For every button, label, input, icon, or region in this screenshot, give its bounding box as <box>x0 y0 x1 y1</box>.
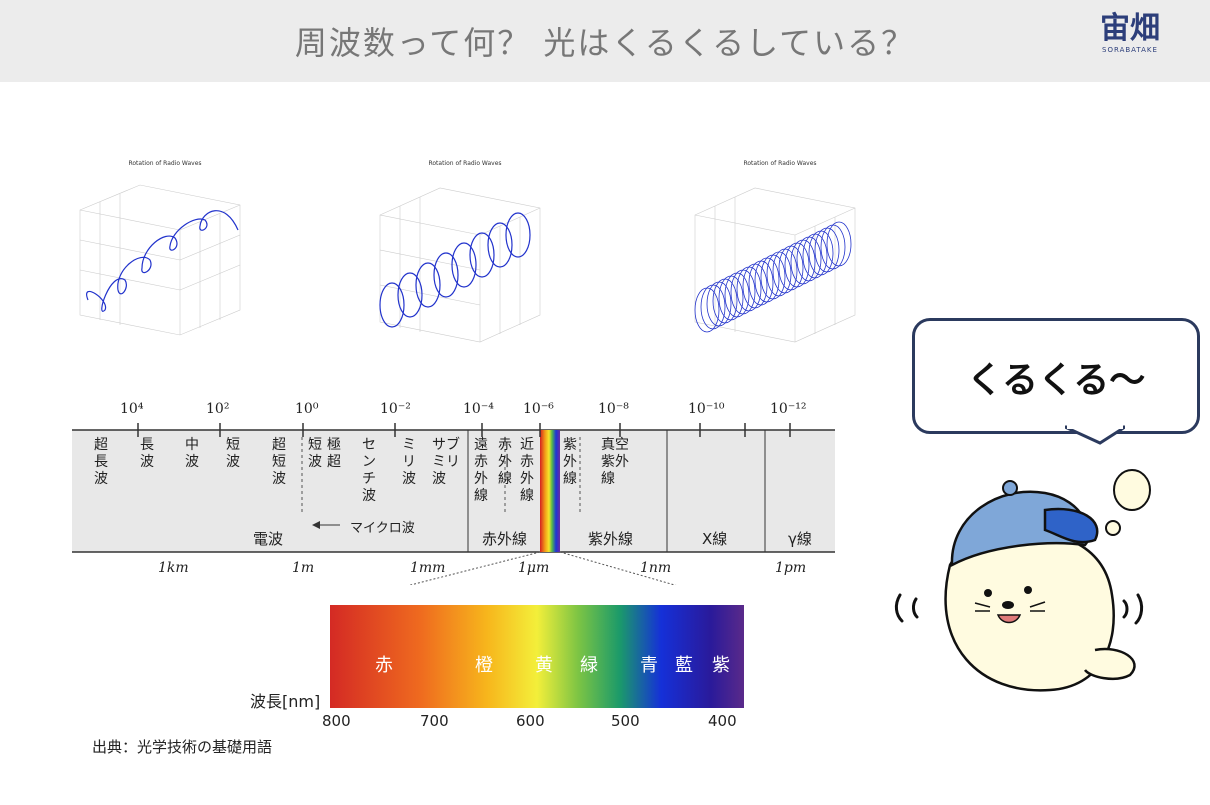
helix-plot-1: Rotation of Radio Waves <box>70 160 260 360</box>
power-label: 10⁻² <box>380 401 411 417</box>
band-label: ミリ波 <box>402 437 416 487</box>
color-label: 赤 <box>375 655 393 676</box>
band-label: 短波 <box>226 437 240 470</box>
plot-title: Rotation of Radio Waves <box>128 160 202 167</box>
group-label: X線 <box>702 530 728 548</box>
band-label: 赤外線 <box>498 437 512 487</box>
color-label: 青 <box>640 655 658 676</box>
mascot-seal <box>880 455 1180 695</box>
band-label: センチ波 <box>362 437 376 504</box>
band-label: 中波 <box>185 437 199 470</box>
color-label: 緑 <box>580 655 598 676</box>
length-label: 1μm <box>518 560 550 576</box>
plot-title: Rotation of Radio Waves <box>428 160 502 167</box>
helix-plot-3: Rotation of Radio Waves <box>685 160 875 370</box>
power-label: 10⁻¹² <box>770 401 807 417</box>
band-label: 近赤外線 <box>520 437 534 504</box>
length-label: 1pm <box>775 560 807 576</box>
logo-text: 宙畑 <box>1100 11 1160 46</box>
power-label: 10⁰ <box>295 401 319 417</box>
band-label: サブミリ波 <box>432 437 460 487</box>
power-label: 10⁴ <box>120 401 144 417</box>
group-label: γ線 <box>788 530 812 548</box>
band-label: 短波 <box>308 437 322 470</box>
wavelength-tick: 400 <box>708 712 737 730</box>
band-label: 超短波 <box>272 437 286 487</box>
logo-subtext: SORABATAKE <box>1102 46 1158 54</box>
group-label: マイクロ波 <box>350 521 415 536</box>
power-label: 10⁻⁴ <box>463 401 494 417</box>
band-label: 長波 <box>140 437 154 470</box>
band-label: 遠赤外線 <box>474 437 488 504</box>
page-title: 周波数って何？ 光はくるくるしている？ <box>294 24 916 62</box>
wavelength-axis-label: 波長[nm] <box>250 692 321 711</box>
power-label: 10² <box>206 401 230 417</box>
band-label: 真空紫外線 <box>601 437 629 487</box>
header-bar: 周波数って何？ 光はくるくるしている？ 宙畑 SORABATAKE <box>0 0 1210 82</box>
visible-spectrum: 赤 橙 黄 緑 青 藍 紫 <box>330 605 744 708</box>
group-label: 電波 <box>253 530 284 548</box>
wavelength-tick: 700 <box>420 712 449 730</box>
length-label: 1m <box>292 560 315 576</box>
color-label: 藍 <box>675 655 693 676</box>
power-label: 10⁻⁶ <box>523 401 554 417</box>
length-label: 1mm <box>410 560 446 576</box>
length-label: 1km <box>158 560 189 576</box>
helix-plot-2: Rotation of Radio Waves <box>370 160 560 370</box>
sorabatake-logo: 宙畑 SORABATAKE <box>1080 12 1180 72</box>
wavelength-tick: 500 <box>611 712 640 730</box>
wavelength-tick: 800 <box>322 712 351 730</box>
speech-bubble: くるくる〜 <box>912 318 1200 434</box>
source-citation: 出典：光学技術の基礎用語 <box>92 738 273 756</box>
bubble-text: くるくる〜 <box>966 360 1146 401</box>
length-label: 1nm <box>640 560 672 576</box>
power-label: 10⁻⁸ <box>598 401 629 417</box>
band-label: 極超 <box>327 437 341 470</box>
group-label: 赤外線 <box>482 530 528 548</box>
plot-title: Rotation of Radio Waves <box>743 160 817 167</box>
band-label: 紫外線 <box>563 437 577 487</box>
color-label: 黄 <box>535 655 553 676</box>
band-label: 超長波 <box>94 437 108 487</box>
em-spectrum: 10⁴ 10² 10⁰ 10⁻² 10⁻⁴ 10⁻⁶ 10⁻⁸ 10⁻¹⁰ 10… <box>70 385 840 585</box>
power-label: 10⁻¹⁰ <box>688 401 725 417</box>
group-label: 紫外線 <box>588 530 634 548</box>
color-label: 紫 <box>712 655 730 676</box>
color-label: 橙 <box>475 655 493 676</box>
wavelength-tick: 600 <box>516 712 545 730</box>
